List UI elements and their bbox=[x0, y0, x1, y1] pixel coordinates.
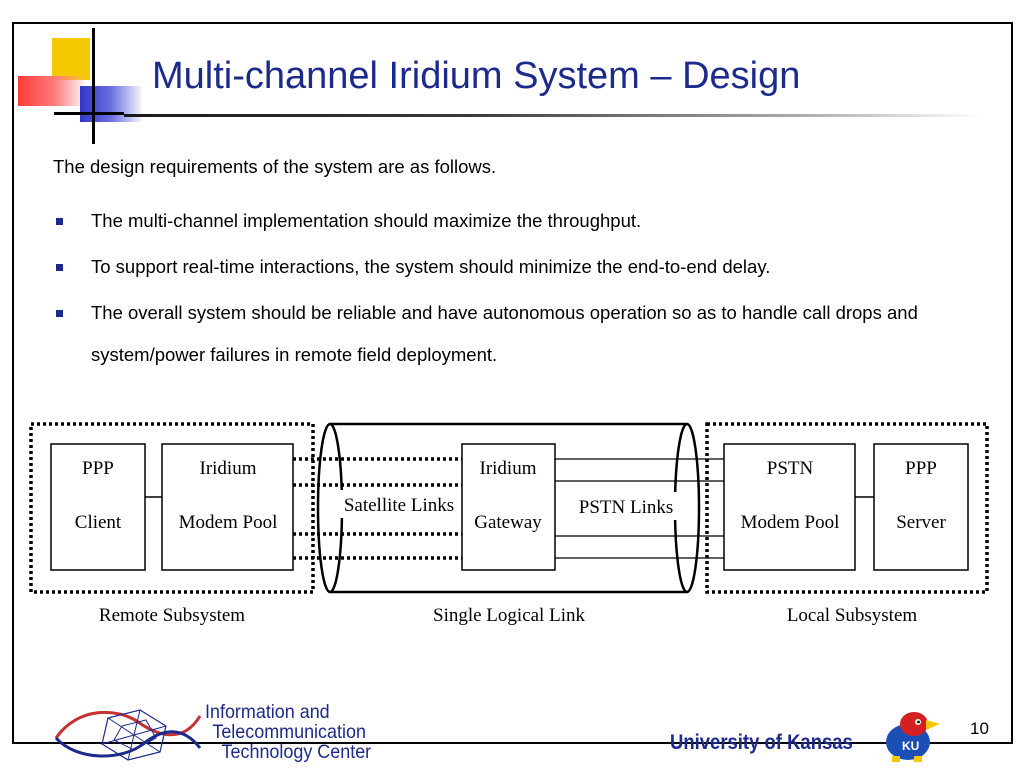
intro-text: The design requirements of the system ar… bbox=[53, 156, 497, 177]
ittc-name: Information and Telecommunication Techno… bbox=[205, 702, 386, 762]
iridium-gateway-box bbox=[461, 443, 556, 571]
requirement-item: The overall system should be reliable an… bbox=[52, 292, 992, 376]
title-decoration-vertical-line bbox=[92, 28, 95, 144]
ittc-name-line2: Telecommunication bbox=[212, 721, 366, 743]
remote-subsystem-label-bg bbox=[70, 596, 270, 626]
ppp-client-box bbox=[50, 443, 146, 571]
requirements-list: The multi-channel implementation should … bbox=[52, 200, 992, 380]
bullet-square-icon bbox=[56, 310, 63, 317]
ittc-logo-icon bbox=[54, 709, 202, 761]
ittc-name-line3: Technology Center bbox=[221, 741, 372, 763]
page-number: 10 bbox=[970, 719, 989, 738]
pstn-links-label: PSTN Links bbox=[579, 497, 674, 518]
pstn-modem-pool-label-line2: Modem Pool bbox=[741, 512, 840, 533]
jayhawk-mascot-icon: KU bbox=[886, 712, 940, 762]
ppp-server-box bbox=[873, 443, 969, 571]
satellite-links-label-bg bbox=[339, 490, 460, 518]
local-subsystem-group bbox=[705, 422, 989, 594]
iridium-modem-pool-box bbox=[161, 443, 294, 571]
pstn-modem-pool-box bbox=[723, 443, 856, 571]
title-underline bbox=[124, 114, 984, 117]
iridium-modem-pool-label-line1: Iridium bbox=[200, 458, 257, 479]
iridium-gateway-label-line1: Iridium bbox=[480, 458, 537, 479]
title-decoration-red-bar bbox=[18, 76, 84, 106]
ppp-server-label-line1: PPP bbox=[905, 458, 937, 479]
requirement-text: To support real-time interactions, the s… bbox=[91, 256, 771, 277]
requirement-item: To support real-time interactions, the s… bbox=[52, 246, 992, 288]
requirement-text: The overall system should be reliable an… bbox=[91, 302, 918, 365]
pstn-links-label-bg bbox=[570, 492, 678, 520]
single-logical-link-label: Single Logical Link bbox=[433, 605, 585, 626]
footer-rule-left bbox=[14, 742, 54, 744]
footer-rule-right bbox=[940, 742, 1012, 744]
requirement-text: The multi-channel implementation should … bbox=[91, 210, 642, 231]
footer-rule-middle bbox=[395, 742, 665, 744]
remote-subsystem-label: Remote Subsystem bbox=[99, 605, 245, 626]
slide-title: Multi-channel Iridium System – Design bbox=[152, 55, 801, 97]
pstn-links bbox=[555, 458, 724, 559]
ppp-server-label-line2: Server bbox=[896, 512, 946, 533]
logical-link-right-end bbox=[673, 422, 701, 594]
title-decoration-yellow-square bbox=[52, 38, 90, 80]
requirement-item: The multi-channel implementation should … bbox=[52, 200, 992, 242]
iridium-modem-pool-label-line2: Modem Pool bbox=[179, 512, 278, 533]
bullet-square-icon bbox=[56, 218, 63, 225]
ku-badge-text: KU bbox=[902, 739, 919, 753]
local-subsystem-label-bg bbox=[760, 596, 950, 626]
pstn-modem-pool-label-line1: PSTN bbox=[767, 458, 814, 479]
satellite-links bbox=[293, 457, 462, 560]
university-name: University of Kansas bbox=[670, 731, 853, 754]
ppp-client-label-line2: Client bbox=[75, 512, 122, 533]
satellite-links-label: Satellite Links bbox=[344, 495, 454, 516]
bullet-square-icon bbox=[56, 264, 63, 271]
local-subsystem-label: Local Subsystem bbox=[787, 605, 918, 626]
logical-link-left-end bbox=[316, 422, 344, 594]
ppp-client-label-line1: PPP bbox=[82, 458, 114, 479]
remote-subsystem-group bbox=[29, 422, 315, 594]
iridium-gateway-label-line2: Gateway bbox=[474, 512, 542, 533]
title-decoration-horizontal-line bbox=[54, 112, 124, 115]
ittc-name-line1: Information and bbox=[205, 701, 330, 723]
